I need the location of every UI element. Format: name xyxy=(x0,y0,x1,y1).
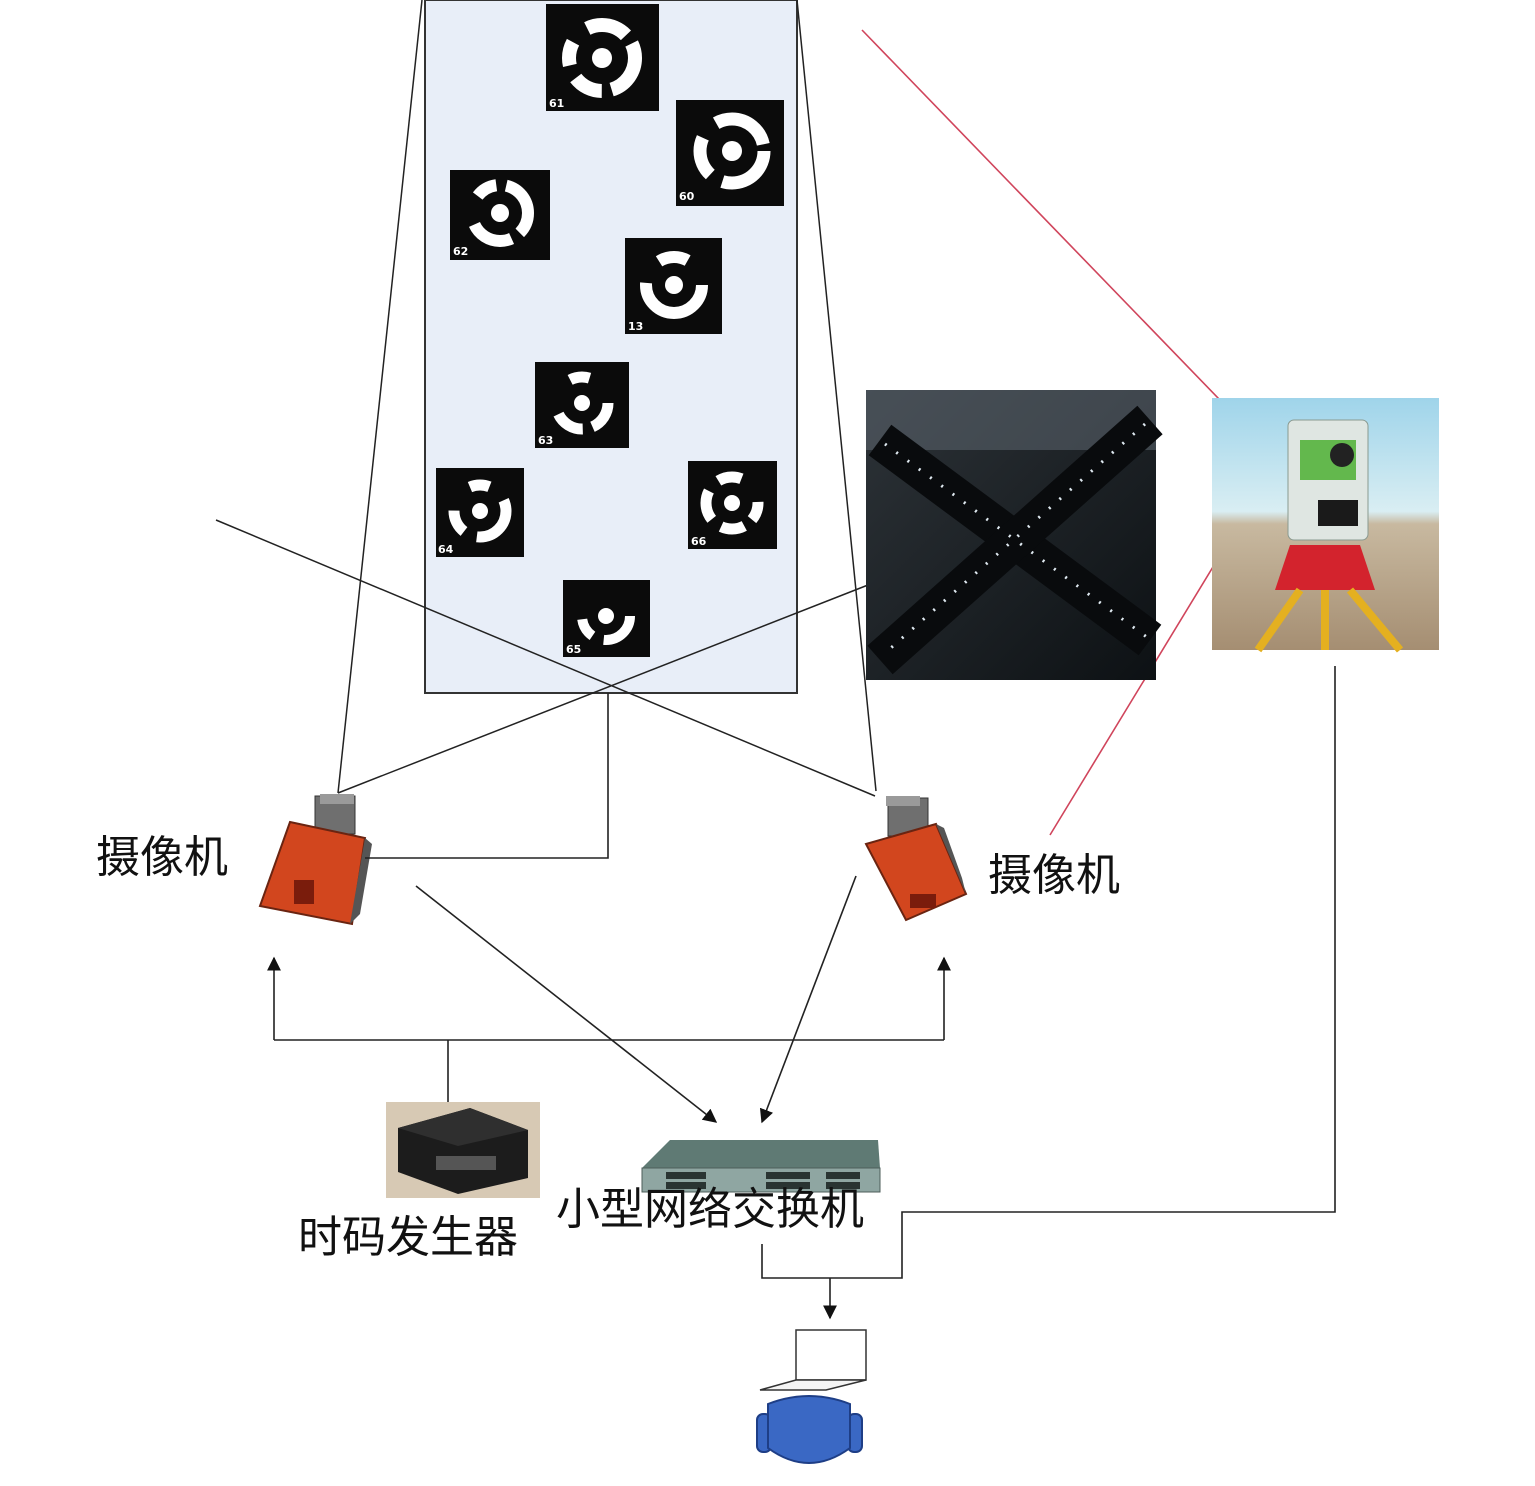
total-station-icon xyxy=(1212,398,1439,653)
target-id-label: 63 xyxy=(538,434,553,447)
target-id-label: 61 xyxy=(549,97,564,110)
coded-target: 65 xyxy=(563,580,650,657)
target-id-label: 65 xyxy=(566,643,581,656)
coded-target: 61 xyxy=(546,4,659,111)
cross-calibration-bar-icon xyxy=(866,390,1163,680)
laptop-icon xyxy=(759,1329,867,1391)
coded-targets: 61 60 62 13 63 xyxy=(436,4,784,657)
target-id-label: 62 xyxy=(453,245,468,258)
coded-target: 13 xyxy=(625,238,722,334)
coded-target: 62 xyxy=(450,170,550,260)
operator-icon xyxy=(756,1395,863,1464)
camera-right-label: 摄像机 xyxy=(988,850,1120,901)
camera-icon xyxy=(864,796,968,922)
connection-lines xyxy=(267,666,1336,1320)
coded-target: 64 xyxy=(436,468,524,557)
target-id-label: 13 xyxy=(628,320,643,333)
coded-target: 66 xyxy=(688,461,777,549)
target-id-label: 64 xyxy=(438,543,454,556)
timecode-generator-label: 时码发生器 xyxy=(298,1212,518,1263)
coded-target: 60 xyxy=(676,100,784,206)
fov-lines xyxy=(215,0,877,797)
network-switch-icon xyxy=(641,1140,881,1193)
timecode-device-icon xyxy=(386,1102,540,1198)
camera-left-label: 摄像机 xyxy=(96,832,228,883)
network-switch-label: 小型网络交换机 xyxy=(556,1184,864,1235)
coded-target: 63 xyxy=(535,362,629,448)
camera-icon xyxy=(258,794,372,926)
target-id-label: 60 xyxy=(679,190,695,203)
target-id-label: 66 xyxy=(691,535,707,548)
